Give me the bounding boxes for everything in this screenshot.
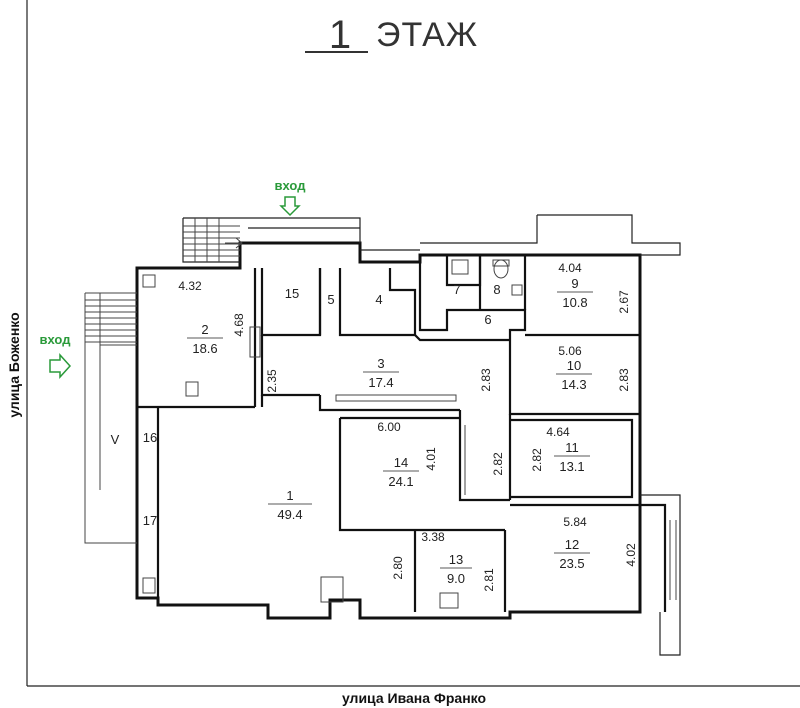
room-area: 9.0 [447,571,465,586]
dimension: 3.38 [421,530,445,544]
room-area: 49.4 [277,507,302,522]
stairs-left [84,292,137,544]
dimension: 4.64 [546,425,570,439]
dimension: 2.80 [391,556,405,580]
room-number: 3 [377,356,384,371]
dimension: 5.06 [558,344,582,358]
room-number: 11 [565,440,579,455]
room-number: 2 [201,322,208,337]
dimension: 2.83 [479,368,493,392]
fixtures [142,259,523,609]
dimension: 4.68 [232,313,246,337]
room-number: 4 [375,292,382,307]
room-number: V [111,432,120,447]
dimension: 2.82 [530,448,544,472]
room-number: 9 [571,276,578,291]
street-left-label: улица Боженко [6,312,22,417]
floor-number: 1 [329,13,351,57]
dimension: 6.00 [377,420,401,434]
room-number: 16 [143,430,157,445]
room-number: 13 [449,552,463,567]
dimension: 2.67 [617,290,631,314]
dimension: 4.01 [424,447,438,471]
dimension: 4.04 [558,261,582,275]
floor-word: ЭТАЖ [376,16,478,54]
room-area: 10.8 [562,295,587,310]
dimension: 4.32 [178,279,202,293]
stairs-top [183,218,243,262]
dimension-labels: 4.32 4.68 2.35 2.83 4.04 2.67 5.06 2.83 … [178,261,638,592]
room-number: 5 [327,292,334,307]
dimension: 2.81 [482,568,496,592]
room-number: 8 [493,282,500,297]
room-number: 1 [286,488,293,503]
room-number: 10 [567,358,581,373]
room-area: 24.1 [388,474,413,489]
entrance-top-label: вход [275,178,307,193]
interior-walls [137,255,667,612]
room-number: 14 [394,455,408,470]
room-number: 12 [565,537,579,552]
dimension: 5.84 [563,515,587,529]
entrance-top-arrow-icon [279,196,301,217]
room-number: 17 [143,513,157,528]
floor-title: 1 ЭТАЖ [305,13,478,57]
entrance-left-arrow-icon [49,353,72,379]
dimension: 4.02 [624,543,638,567]
room-number: 15 [285,286,299,301]
dimension: 2.35 [265,369,279,393]
exterior-walls [84,214,681,656]
room-number: 6 [484,312,491,327]
room-number: 7 [453,282,460,297]
entrance-left-label: вход [40,332,72,347]
street-bottom-label: улица Ивана Франко [342,690,486,706]
room-area: 18.6 [192,341,217,356]
room-area: 23.5 [559,556,584,571]
dimension: 2.82 [491,452,505,476]
room-area: 14.3 [561,377,586,392]
dimension: 2.83 [617,368,631,392]
room-area: 13.1 [559,459,584,474]
room-labels: 1 49.4 2 18.6 3 17.4 4 5 6 7 8 9 10.8 10… [111,276,593,586]
room-area: 17.4 [368,375,393,390]
